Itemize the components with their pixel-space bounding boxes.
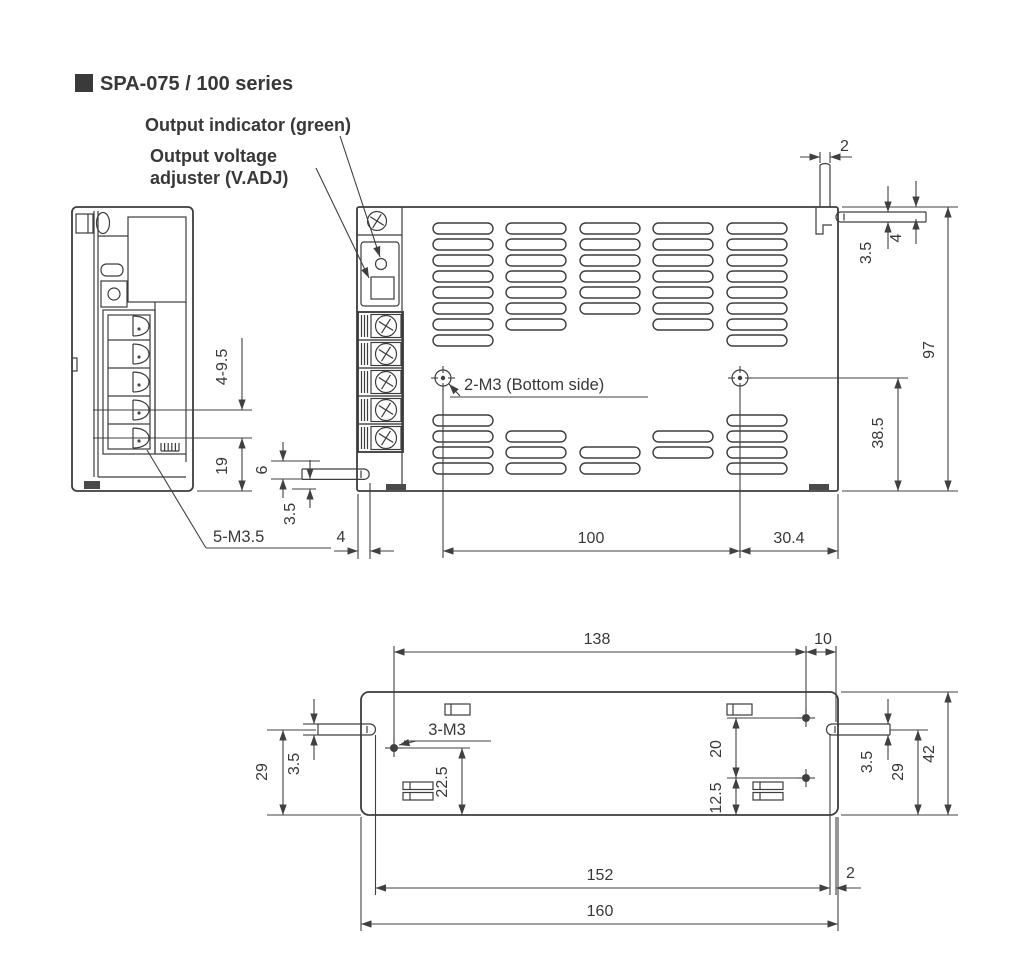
front-foot-right	[809, 484, 829, 490]
bottom-vent-slots	[402, 781, 784, 801]
bottom-left-pin	[317, 723, 377, 736]
leader-output-voltage	[315, 167, 370, 279]
leader-output-indicator	[339, 135, 381, 258]
front-foot-left	[386, 484, 406, 490]
bottom-view-dimensions: 138 10 3.5 29 22.5 20 12.5 3.5	[254, 631, 958, 931]
dim-left-hole-offset: 22.5	[434, 766, 451, 797]
label-output-voltage-line2: adjuster (V.ADJ)	[150, 168, 288, 188]
front-view-outline	[356, 206, 839, 492]
dim-terminal-pitch: 4-9.5	[214, 349, 231, 386]
panel-screw	[366, 210, 388, 232]
dim-left-pin-height: 29	[254, 763, 271, 781]
output-indicator-led	[374, 257, 388, 271]
front-view: 2-M3 (Bottom side) 2 3.5 4 97 38.5	[254, 138, 958, 559]
bottom-mounting-holes	[385, 709, 815, 787]
vent-slots-bottom	[432, 414, 788, 475]
side-terminal-housing	[102, 309, 156, 455]
dim-right-hole-pitch: 20	[708, 740, 725, 758]
vent-slots-top	[432, 222, 788, 347]
dim-tab-width: 2	[840, 138, 849, 155]
hold-down-clip-left	[444, 703, 471, 716]
voltage-adjuster	[370, 276, 395, 300]
dim-terminal-bottom: 19	[214, 457, 231, 475]
front-view-dimensions: 2 3.5 4 97 38.5 6 3.5	[254, 138, 958, 559]
dim-hole-span: 138	[584, 631, 611, 648]
title-block: SPA-075 / 100 series	[75, 73, 293, 95]
side-clamp	[75, 213, 94, 234]
side-tab-end	[95, 211, 111, 235]
side-view-outline	[71, 206, 194, 492]
front-left-pin	[301, 468, 370, 480]
hold-down-clip-right	[726, 703, 753, 716]
dim-case-height: 97	[921, 341, 938, 359]
dim-hole-edge: 30.4	[773, 530, 804, 547]
dim-hole-right-gap: 10	[814, 631, 832, 648]
dim-hole-pitch: 100	[578, 530, 605, 547]
page-title: SPA-075 / 100 series	[100, 73, 293, 95]
title-bullet	[75, 74, 93, 92]
dim-right-hole-offset: 12.5	[708, 782, 725, 813]
dim-right-pin-thickness: 3.5	[859, 751, 876, 773]
side-view: 5-M3.5 4-9.5 19	[71, 206, 331, 549]
side-bracket	[100, 280, 128, 308]
side-notch	[71, 357, 78, 372]
dim-edge-gap: 4	[337, 529, 346, 546]
dim-case-depth: 42	[921, 745, 938, 763]
side-inner-cover	[127, 216, 187, 303]
dim-pin-top-gap: 6	[254, 465, 271, 474]
dim-right-pin-height: 29	[890, 763, 907, 781]
terminal-block	[357, 311, 404, 453]
dim-hole-height: 38.5	[870, 417, 887, 448]
dim-pin-thickness: 3.5	[858, 242, 875, 264]
side-vent-slot	[100, 263, 124, 277]
side-terminal-clips	[108, 315, 150, 449]
dim-pin-bottom-gap: 3.5	[282, 503, 299, 525]
bottom-view: 3-M3 138 10 3.5 29 22.5	[254, 631, 958, 931]
side-bracket-hole	[107, 287, 121, 301]
label-bottom-screws: 2-M3 (Bottom side)	[464, 376, 604, 394]
bottom-right-pin	[825, 723, 891, 736]
side-serrations	[160, 443, 180, 452]
dim-case-length: 160	[587, 903, 614, 920]
label-output-voltage-line1: Output voltage	[150, 146, 277, 166]
label-terminal-screws: 5-M3.5	[213, 528, 264, 546]
callout-labels: Output indicator (green) Output voltage …	[145, 115, 381, 279]
bottom-view-outline	[360, 691, 839, 816]
dim-mount-span: 152	[587, 867, 614, 884]
dim-edge-gap-2: 2	[846, 865, 855, 882]
dim-left-pin-thickness: 3.5	[286, 753, 303, 775]
side-foot	[84, 481, 100, 489]
front-mounting-holes	[431, 366, 752, 390]
dim-pin-offset: 4	[888, 233, 905, 242]
front-right-tab	[815, 162, 927, 235]
label-output-indicator: Output indicator (green)	[145, 115, 351, 135]
label-mounting-screws: 3-M3	[428, 721, 466, 739]
